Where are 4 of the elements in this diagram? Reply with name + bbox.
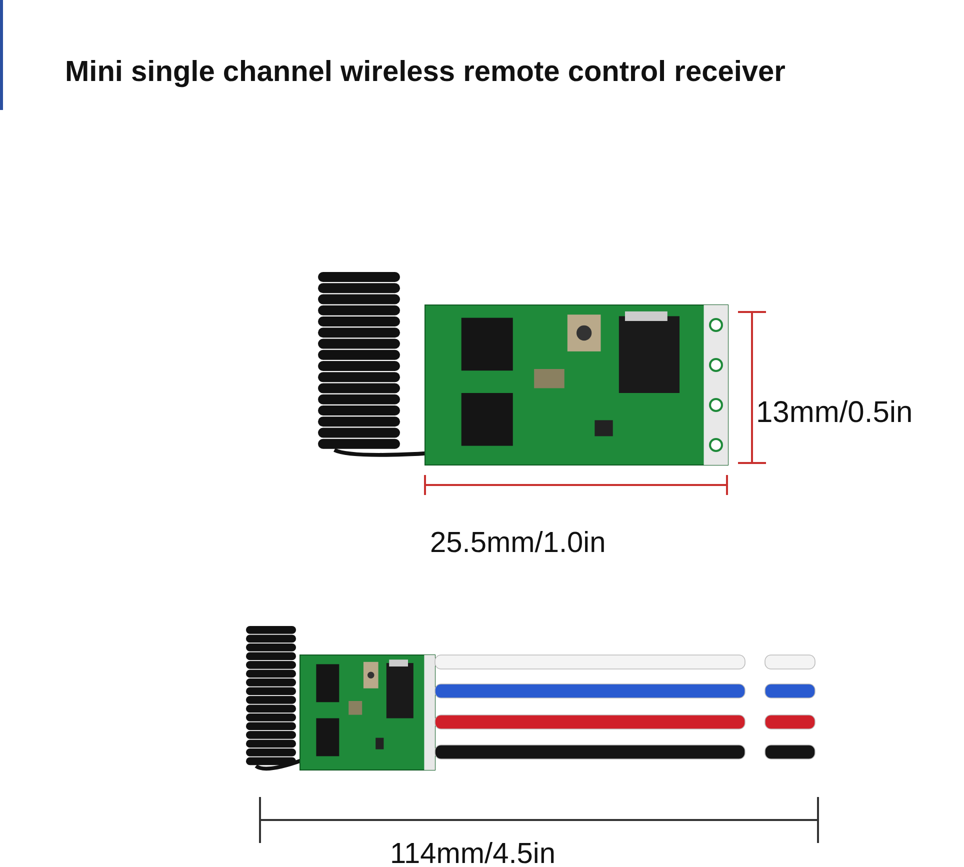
dimension-label: 114mm/4.5in [390, 838, 556, 867]
dimension-label: 13mm/0.5in [756, 396, 913, 430]
dimension-label: 25.5mm/1.0in [430, 527, 606, 560]
title: Mini single channel wireless remote control receiver [65, 56, 786, 89]
